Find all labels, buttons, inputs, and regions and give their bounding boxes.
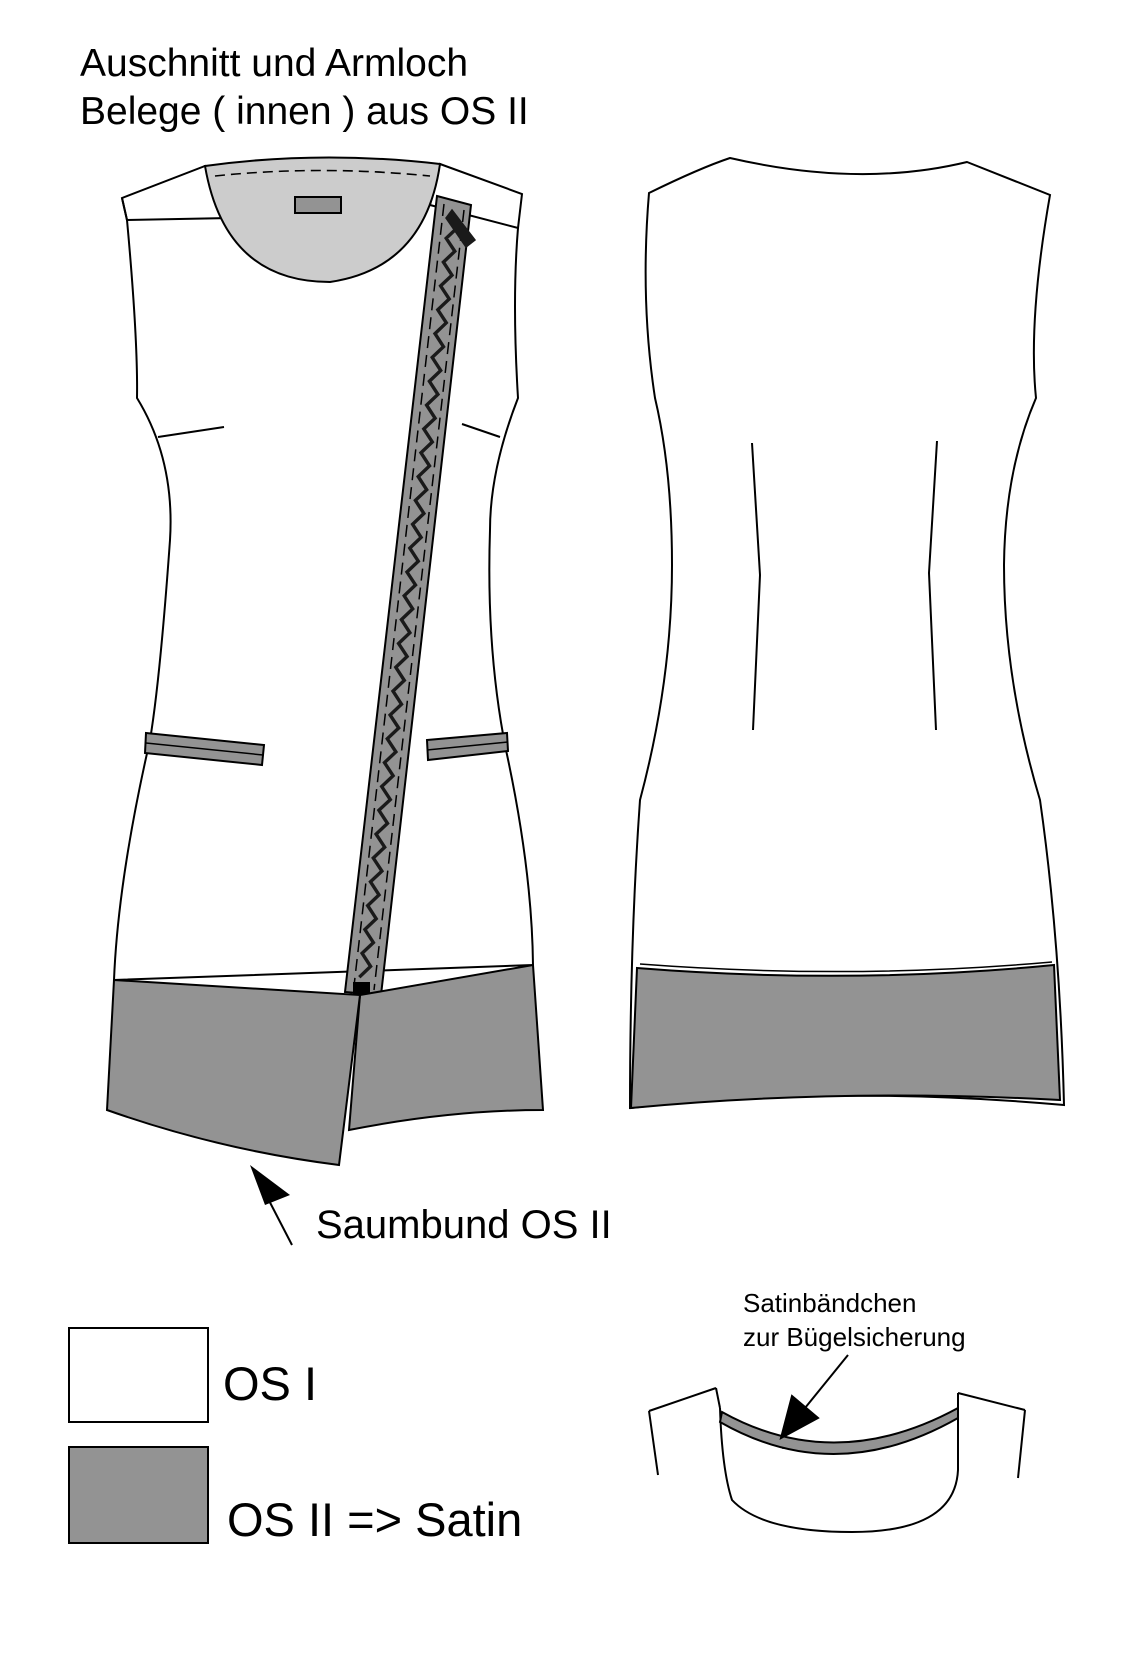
back-view (628, 156, 1066, 1110)
satin-ribbon (718, 1406, 959, 1455)
satin-ribbon-arrow-icon (779, 1394, 820, 1440)
front-left-dart (157, 426, 225, 438)
hem-band-label: Saumbund OS II (316, 1203, 612, 1247)
neck-facing-stitch (214, 169, 431, 177)
detail-facing-outline (719, 1393, 959, 1534)
detail-left-shoulder-line (648, 1410, 659, 1476)
front-left-pocket-line (145, 742, 264, 756)
zipper-teeth (358, 213, 460, 979)
detail-right-shoulder-line (1017, 1409, 1026, 1479)
legend-label-os1: OS I (223, 1357, 318, 1410)
detail-facing-top (715, 1387, 721, 1409)
front-hem-band-left (105, 978, 362, 1167)
satin-ribbon-arrow-shaft (804, 1354, 849, 1409)
zipper-tape-stitch-right (373, 209, 465, 991)
detail-right-shoulder-top (957, 1392, 1026, 1411)
back-right-dart (927, 440, 938, 731)
zipper-tape-stitch-left (353, 203, 445, 987)
front-view (105, 156, 545, 1167)
legend-swatch-os1 (68, 1327, 209, 1423)
front-right-pocket-line (426, 741, 509, 751)
hem-band-callout (250, 1165, 293, 1246)
detail-left-shoulder-top (648, 1387, 717, 1412)
legend-swatch-os2 (68, 1446, 209, 1544)
legend-label-os2: OS II => Satin (227, 1493, 523, 1546)
back-left-dart (751, 442, 762, 731)
back-hem-edge (639, 961, 1053, 973)
title-line-1: Auschnitt und Armloch (80, 42, 469, 85)
title-line-2: Belege ( innen ) aus OS II (80, 90, 529, 133)
back-hem-band (629, 963, 1062, 1110)
neck-label-patch (294, 196, 342, 214)
satin-ribbon-label-1: Satinbändchen (743, 1288, 917, 1318)
satin-ribbon-label-2: zur Bügelsicherung (743, 1322, 966, 1352)
back-body-outline (628, 156, 1066, 1110)
zipper-pull-icon (445, 208, 477, 249)
neckline-detail (648, 1354, 1026, 1534)
front-body-outline (112, 197, 535, 982)
hem-band-arrow-icon (250, 1165, 290, 1205)
front-hem-band-right (347, 963, 545, 1132)
front-right-dart (461, 423, 501, 438)
front-neck-facing (203, 156, 442, 284)
